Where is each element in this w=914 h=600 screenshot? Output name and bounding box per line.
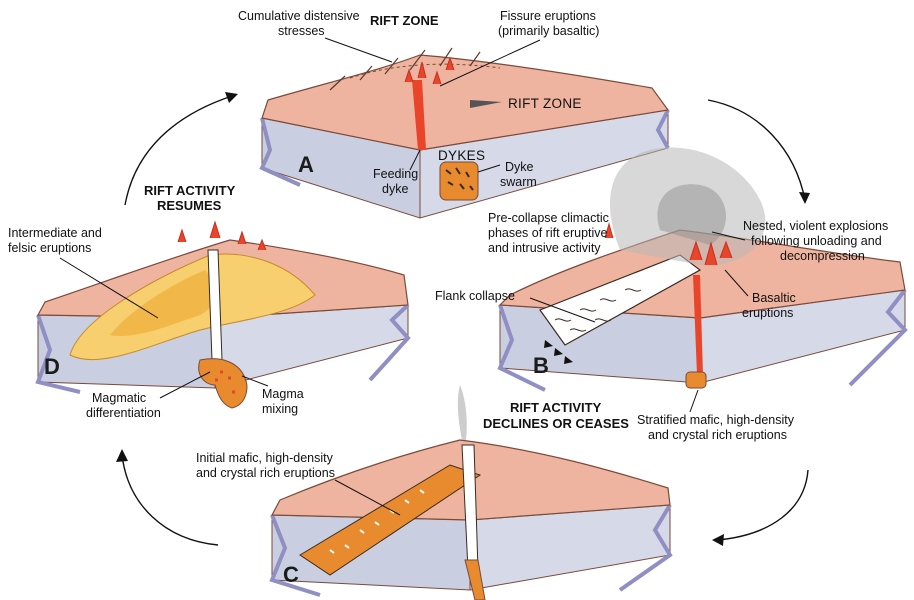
label-initial-line2: and crystal rich eruptions	[196, 466, 335, 480]
label-basaltic-line2: eruptions	[742, 306, 793, 320]
dyke-swarm	[440, 162, 478, 200]
label-nested-line3: decompression	[780, 249, 865, 263]
panel-letter-a: A	[298, 152, 314, 177]
panel-d-title-line2: RESUMES	[157, 198, 222, 213]
label-intermediate-line1: Intermediate and	[8, 226, 102, 240]
label-pre-collapse-line1: Pre-collapse climactic	[488, 211, 609, 225]
label-dyke-swarm-line1: Dyke	[505, 160, 534, 174]
panel-c-title-line1: RIFT ACTIVITY	[510, 400, 602, 415]
label-flank-collapse: Flank collapse	[435, 289, 515, 303]
panel-d-title-line1: RIFT ACTIVITY	[144, 183, 236, 198]
label-differentiation-line1: Magmatic	[92, 391, 146, 405]
label-stratified-line1: Stratified mafic, high-density	[637, 413, 795, 427]
label-pre-collapse-line3: and intrusive activity	[488, 241, 601, 255]
panel-d	[38, 222, 408, 408]
label-nested-line1: Nested, violent explosions	[743, 219, 888, 233]
arrowhead-icon	[799, 192, 810, 204]
label-dykes: DYKES	[438, 148, 485, 163]
label-basaltic-line1: Basaltic	[752, 291, 796, 305]
panel-a	[262, 48, 668, 218]
label-stresses-line2: stresses	[278, 24, 325, 38]
label-feeding-dyke-line1: Feeding	[373, 167, 418, 181]
panel-letter-d: D	[44, 354, 60, 379]
label-stresses-line1: Cumulative distensive	[238, 9, 360, 23]
arrowhead-icon	[712, 534, 724, 546]
label-dyke-swarm-line2: swarm	[500, 175, 537, 189]
cycle-arrow-b-to-c	[718, 470, 808, 540]
label-fissure-line2: (primarily basaltic)	[498, 24, 599, 38]
label-mixing-line2: mixing	[262, 402, 298, 416]
leader-stratified	[690, 390, 698, 412]
label-intermediate-line2: felsic eruptions	[8, 241, 91, 255]
leader-stresses	[325, 38, 392, 62]
label-feeding-dyke-line2: dyke	[382, 182, 408, 196]
label-rift-zone: RIFT ZONE	[508, 96, 582, 111]
arrowhead-icon	[116, 449, 128, 462]
panel-a-title: RIFT ZONE	[370, 13, 439, 28]
panel-letter-b: B	[533, 353, 549, 378]
label-initial-line1: Initial mafic, high-density	[196, 451, 334, 465]
label-fissure-line1: Fissure eruptions	[500, 9, 596, 23]
label-stratified-line2: and crystal rich eruptions	[648, 428, 787, 442]
label-differentiation-line2: differentiation	[86, 406, 161, 420]
label-pre-collapse-line2: phases of rift eruptive	[488, 226, 608, 240]
label-mixing-line1: Magma	[262, 387, 304, 401]
panel-c-title-line2: DECLINES OR CEASES	[483, 416, 629, 431]
label-nested-line2: following unloading and	[751, 234, 882, 248]
panel-b	[500, 147, 905, 390]
panel-letter-c: C	[283, 562, 299, 587]
ash-column	[458, 385, 467, 440]
magma-reservoir	[686, 372, 706, 388]
